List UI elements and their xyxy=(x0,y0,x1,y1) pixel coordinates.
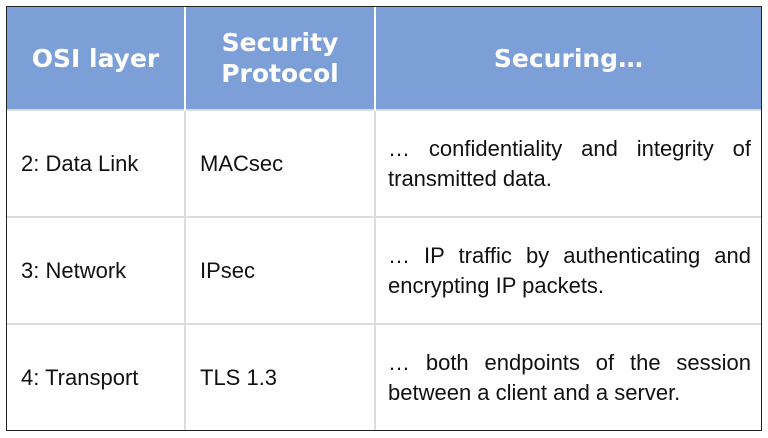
osi-security-table: OSI layer Security Protocol Securing… 2:… xyxy=(7,7,761,430)
cell-protocol: MACsec xyxy=(185,109,376,217)
table-body: 2: Data Link MACsec … confidentiality an… xyxy=(7,109,761,430)
cell-securing: … IP traffic by authenticating and encry… xyxy=(375,216,761,324)
table-row: 2: Data Link MACsec … confidentiality an… xyxy=(7,109,761,217)
osi-security-table-frame: OSI layer Security Protocol Securing… 2:… xyxy=(6,6,762,431)
cell-securing: … confidentiality and integrity of trans… xyxy=(375,109,761,217)
cell-protocol: IPsec xyxy=(185,216,376,324)
cell-layer: 4: Transport xyxy=(7,323,186,430)
cell-securing: … both endpoints of the session between … xyxy=(375,323,761,430)
table-header: OSI layer Security Protocol Securing… xyxy=(7,7,761,110)
table-row: 4: Transport TLS 1.3 … both endpoints of… xyxy=(7,323,761,430)
cell-layer: 2: Data Link xyxy=(7,109,186,217)
header-security-protocol: Security Protocol xyxy=(185,7,376,110)
header-osi-layer: OSI layer xyxy=(7,7,186,110)
cell-layer: 3: Network xyxy=(7,216,186,324)
header-securing: Securing… xyxy=(375,7,761,110)
header-row: OSI layer Security Protocol Securing… xyxy=(7,7,761,110)
header-security-protocol-line1: Security xyxy=(221,28,339,57)
cell-protocol: TLS 1.3 xyxy=(185,323,376,430)
table-row: 3: Network IPsec … IP traffic by authent… xyxy=(7,216,761,324)
header-security-protocol-line2: Protocol xyxy=(221,59,339,88)
